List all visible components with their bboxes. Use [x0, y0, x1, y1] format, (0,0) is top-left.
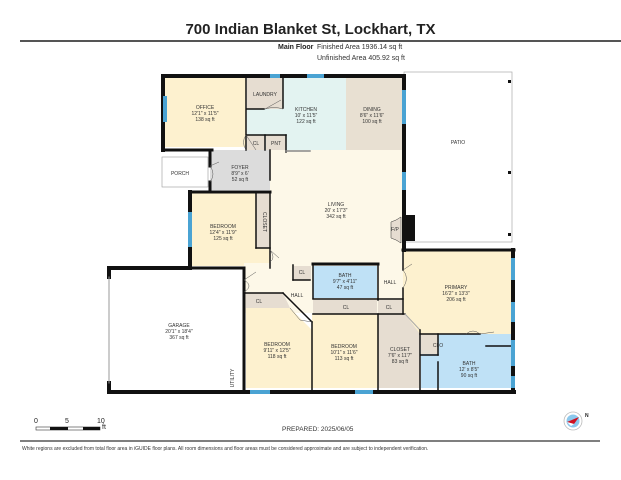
floor-name: Main Floor [278, 44, 314, 51]
primary-closet-label: CLOSET [390, 347, 410, 353]
living-area [270, 150, 402, 263]
svg-text:342 sq ft: 342 sq ft [326, 214, 346, 220]
pantry-label: PNT [271, 141, 281, 147]
hall-closet4-label: CL [386, 305, 393, 311]
bath1-label: BATH [339, 273, 352, 279]
foyer-label: FOYER [231, 165, 249, 171]
svg-text:47 sq ft: 47 sq ft [337, 285, 354, 291]
svg-text:10' x 11'5": 10' x 11'5" [295, 113, 318, 119]
svg-text:12' x 8'5": 12' x 8'5" [459, 367, 479, 373]
fireplace-label: F/P [391, 227, 399, 233]
disclaimer: White regions are excluded from total fl… [22, 446, 429, 452]
svg-text:7'6" x 11'7": 7'6" x 11'7" [388, 353, 412, 359]
svg-text:125 sq ft: 125 sq ft [213, 236, 233, 242]
header-divider [20, 40, 621, 42]
primary-area [403, 250, 512, 334]
clo-area [421, 334, 438, 354]
scale-unit: ft [102, 424, 106, 431]
patio-label: PATIO [451, 140, 465, 146]
svg-text:9'7" x 4'11": 9'7" x 4'11" [333, 279, 357, 285]
bath1-area [313, 266, 377, 298]
kitchen-closet-area [247, 135, 265, 150]
utility-label: UTILITY [230, 368, 236, 387]
dining-area [346, 77, 402, 150]
svg-text:206 sq ft: 206 sq ft [446, 297, 466, 303]
clo-label: CLO [433, 343, 443, 349]
bedroom3-label: BEDROOM [331, 344, 357, 350]
bedroom3-area [312, 314, 378, 388]
svg-text:16'2" x 13'3": 16'2" x 13'3" [442, 291, 470, 297]
svg-text:122 sq ft: 122 sq ft [296, 119, 316, 125]
bath-primary-label: BATH [463, 361, 476, 367]
finished-area: Finished Area 1936.14 sq ft [317, 44, 403, 51]
bath-primary-area [421, 354, 511, 388]
scale-label-5: 5 [65, 418, 69, 425]
garage-area [109, 270, 244, 390]
primary-label: PRIMARY [445, 285, 468, 291]
office-area [165, 77, 246, 147]
svg-text:138 sq ft: 138 sq ft [195, 117, 215, 123]
prepared-date: PREPARED: 2025/06/05 [282, 426, 354, 433]
svg-text:20'1" x 18'4": 20'1" x 18'4" [165, 329, 193, 335]
kitchen-closet-label: CL [253, 141, 260, 147]
fireplace [390, 216, 402, 244]
hall-right-label: HALL [384, 280, 397, 286]
svg-text:52 sq ft: 52 sq ft [232, 177, 249, 183]
svg-text:10'1" x 11'6": 10'1" x 11'6" [330, 350, 357, 356]
scale-label-0: 0 [34, 418, 38, 425]
hall-left-label: HALL [291, 293, 304, 299]
foyer-area [210, 150, 270, 190]
office-label: OFFICE [196, 105, 215, 111]
svg-text:12'4" x 11'9": 12'4" x 11'9" [209, 230, 236, 236]
scale-label-10: 10 [97, 418, 105, 425]
porch-area [161, 156, 209, 188]
pantry-area [266, 135, 286, 150]
closet-bed1-label: CLOSET [261, 212, 267, 232]
svg-text:113 sq ft: 113 sq ft [335, 356, 354, 362]
porch-label: PORCH [171, 171, 189, 177]
svg-text:20' x 17'3": 20' x 17'3" [325, 208, 348, 214]
living-label: LIVING [328, 202, 345, 208]
hall-closet1-label: CL [299, 270, 306, 276]
bedroom1-label: BEDROOM [210, 224, 236, 230]
bedroom2-label: BEDROOM [264, 342, 290, 348]
page-title: 700 Indian Blanket St, Lockhart, TX [185, 21, 436, 38]
svg-text:8'6" x 11'6": 8'6" x 11'6" [360, 113, 384, 119]
primary-closet-area [378, 314, 420, 388]
svg-text:8'9" x 6': 8'9" x 6' [231, 171, 248, 177]
kitchen-label: KITCHEN [295, 107, 317, 113]
hall-closet2-label: CL [256, 299, 263, 305]
bedroom2-area [246, 308, 312, 388]
compass-icon [563, 411, 583, 431]
scale-bar [35, 426, 101, 431]
svg-text:9'11" x 12'5": 9'11" x 12'5" [263, 348, 290, 354]
patio-area [403, 71, 513, 243]
laundry-label: LAUNDRY [253, 92, 277, 98]
svg-text:118 sq ft: 118 sq ft [268, 354, 287, 360]
unfinished-area: Unfinished Area 405.92 sq ft [317, 55, 405, 62]
svg-text:90 sq ft: 90 sq ft [461, 373, 478, 379]
closet-bed1-area [256, 193, 269, 248]
garage-label: GARAGE [168, 323, 190, 329]
svg-text:83 sq ft: 83 sq ft [392, 359, 409, 365]
dining-label: DINING [363, 107, 381, 113]
svg-text:367 sq ft: 367 sq ft [169, 335, 189, 341]
svg-text:12'1" x 11'5": 12'1" x 11'5" [191, 111, 218, 117]
hall-closet3-label: CL [343, 305, 350, 311]
svg-text:100 sq ft: 100 sq ft [362, 119, 382, 125]
compass-label: N [585, 413, 589, 419]
